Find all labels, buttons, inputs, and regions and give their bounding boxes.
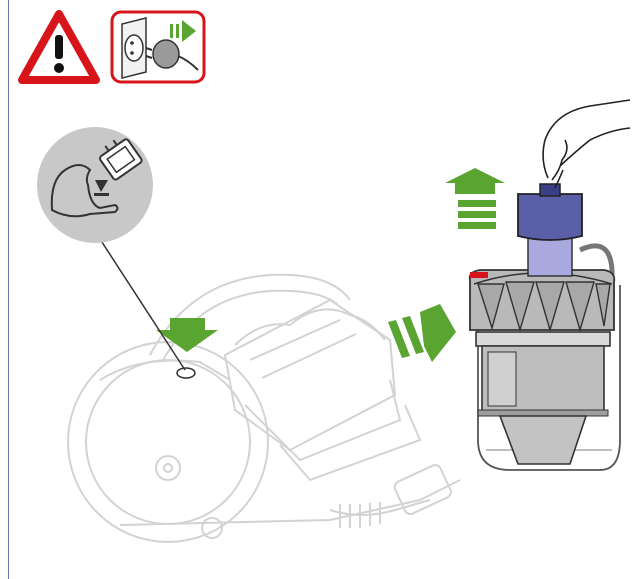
detach-arrow bbox=[388, 304, 456, 362]
lift-up-arrow bbox=[445, 168, 505, 229]
detached-cyclone-assembly bbox=[470, 100, 630, 470]
vacuum-body bbox=[68, 275, 460, 542]
bin-release-button-callout-icon bbox=[37, 127, 153, 243]
